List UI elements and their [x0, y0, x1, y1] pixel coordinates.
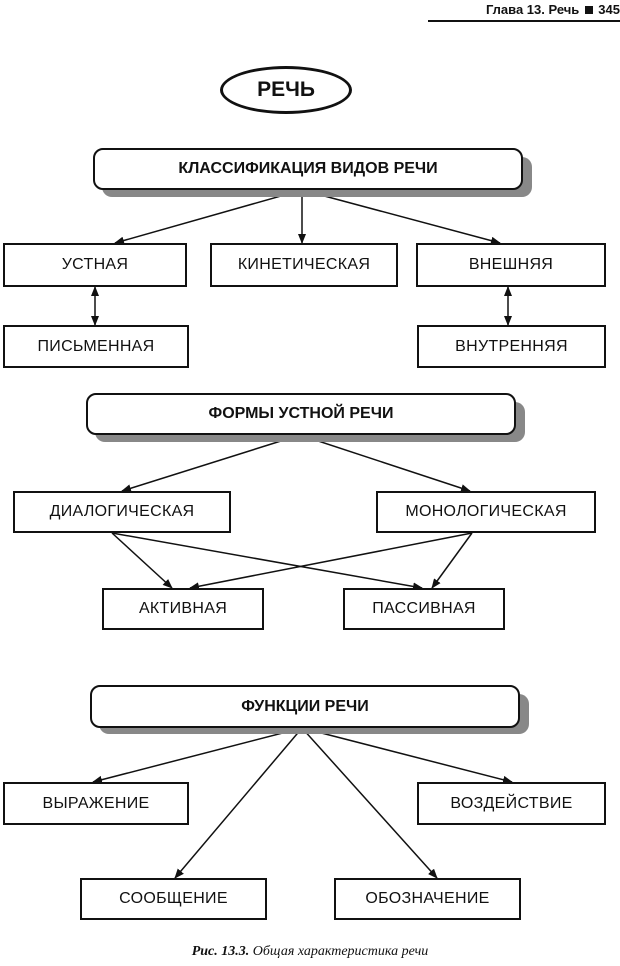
- box-external: ВНЕШНЯЯ: [416, 243, 606, 287]
- forms-header: ФОРМЫ УСТНОЙ РЕЧИ: [86, 393, 516, 435]
- arrow-monologic-active: [189, 532, 473, 591]
- square-bullet-icon: [585, 6, 594, 15]
- chapter-title: Глава 13. Речь: [485, 2, 580, 17]
- arrow-classification-external: [301, 189, 501, 245]
- box-oral: УСТНАЯ: [3, 243, 187, 287]
- arrow-forms-monologic: [299, 434, 471, 492]
- arrow-monologic-passive: [431, 532, 473, 589]
- arrow-dialogic-passive: [111, 532, 423, 591]
- page-header: Глава 13. Речь 345: [428, 0, 620, 22]
- box-expression: ВЫРАЖЕНИЕ: [3, 782, 189, 825]
- arrow-functions-expression: [92, 727, 303, 784]
- arrow-functions-designation: [301, 727, 438, 879]
- root-speech-ellipse: РЕЧЬ: [220, 66, 352, 114]
- box-dialogic: ДИАЛОГИЧЕСКАЯ: [13, 491, 231, 533]
- box-passive: ПАССИВНАЯ: [343, 588, 505, 630]
- classification-header: КЛАССИФИКАЦИЯ ВИДОВ РЕЧИ: [93, 148, 523, 190]
- figure-caption: Рис. 13.3. Общая характеристика речи: [0, 944, 620, 960]
- arrow-classification-oral: [114, 189, 303, 245]
- arrow-functions-message: [174, 727, 303, 879]
- box-kinetic: КИНЕТИЧЕСКАЯ: [210, 243, 398, 287]
- figure-label: Рис. 13.3.: [191, 944, 250, 959]
- arrow-functions-influence: [301, 727, 513, 784]
- box-influence: ВОЗДЕЙСТВИЕ: [417, 782, 606, 825]
- box-internal: ВНУТРЕННЯЯ: [417, 325, 606, 368]
- arrow-dialogic-active: [111, 532, 173, 589]
- box-designation: ОБОЗНАЧЕНИЕ: [334, 878, 521, 920]
- box-monologic: МОНОЛОГИЧЕСКАЯ: [376, 491, 596, 533]
- figure-caption-text: Общая характеристика речи: [252, 944, 429, 959]
- box-active: АКТИВНАЯ: [102, 588, 264, 630]
- page-number: 345: [598, 2, 620, 17]
- functions-header: ФУНКЦИИ РЕЧИ: [90, 685, 520, 728]
- box-written: ПИСЬМЕННАЯ: [3, 325, 189, 368]
- box-message: СООБЩЕНИЕ: [80, 878, 267, 920]
- arrow-forms-dialogic: [121, 434, 301, 493]
